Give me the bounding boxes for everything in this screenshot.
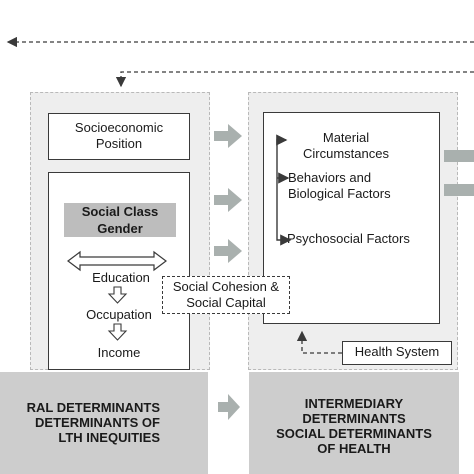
social-class-label: Social Class xyxy=(81,204,159,219)
social-cohesion-box: Social Cohesion & Social Capital xyxy=(162,276,290,314)
double-arrow xyxy=(67,250,167,272)
education-label: Education xyxy=(92,270,150,285)
health-system-dashed-link xyxy=(296,330,342,354)
income-label: Income xyxy=(97,345,141,360)
behaviors-label: Behaviors and Biological Factors xyxy=(288,170,412,202)
band-left-line-1: RAL DETERMINANTS xyxy=(26,400,160,415)
gray-arrow-1 xyxy=(214,124,242,148)
right-outcome-bar-2 xyxy=(444,184,474,196)
band-right-line-3: SOCIAL DETERMINANTS xyxy=(276,426,432,441)
behaviors-line-2: Biological Factors xyxy=(288,186,391,201)
gray-arrow-2 xyxy=(214,188,242,212)
hollow-down-arrow-occupation xyxy=(107,323,128,341)
intermediary-determinants-band: INTERMEDIARY DETERMINANTS SOCIAL DETERMI… xyxy=(249,372,459,474)
material-line-1: Material xyxy=(322,130,370,145)
gender-label: Gender xyxy=(97,221,143,236)
right-outcome-bar-1 xyxy=(444,150,474,162)
intermediary-box xyxy=(263,112,440,324)
occupation-label: Occupation xyxy=(86,307,152,322)
gray-arrow-bottom xyxy=(218,394,240,420)
gray-arrow-3 xyxy=(214,239,242,263)
socioeconomic-position-box: Socioeconomic Position xyxy=(48,113,190,160)
intermediary-bracket xyxy=(276,139,292,246)
hollow-down-arrow-education xyxy=(107,286,128,304)
band-left-line-2: DETERMINANTS OF xyxy=(35,415,160,430)
psychosocial-label: Psychosocial Factors xyxy=(287,231,410,246)
band-right-line-2: DETERMINANTS xyxy=(302,411,406,426)
material-line-2: Circumstances xyxy=(303,146,389,161)
social-class-gender-box: Social Class Gender xyxy=(64,203,176,237)
second-feedback-dashed-line xyxy=(115,71,474,88)
health-system-box: Health System xyxy=(342,341,452,365)
band-right-line-4: OF HEALTH xyxy=(317,441,391,456)
material-circumstances-label: Material Circumstances xyxy=(286,130,406,162)
structural-determinants-band: RAL DETERMINANTS DETERMINANTS OF LTH INE… xyxy=(0,372,208,474)
health-system-label: Health System xyxy=(354,344,440,359)
band-left-line-3: LTH INEQUITIES xyxy=(58,430,160,445)
cohesion-line-2: Social Capital xyxy=(186,295,266,310)
band-right-line-1: INTERMEDIARY xyxy=(304,396,404,411)
behaviors-line-1: Behaviors and xyxy=(288,170,372,185)
cohesion-line-1: Social Cohesion & xyxy=(172,279,280,294)
socioeconomic-position-label: Socioeconomic Position xyxy=(74,120,164,151)
